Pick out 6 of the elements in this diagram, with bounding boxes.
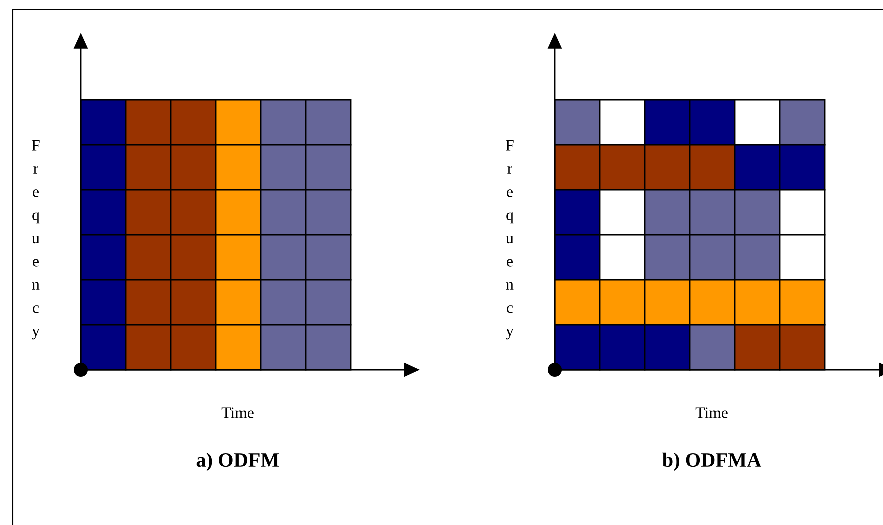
axis-label: F r e q u e n c y	[32, 140, 40, 340]
axis-label: Time	[696, 408, 728, 418]
axis-label: F r e q u e n c y	[506, 140, 514, 340]
panel-title: b) ODFMA	[662, 452, 762, 472]
axis-label: Time	[222, 408, 254, 418]
panel-title: a) ODFM	[196, 452, 280, 472]
